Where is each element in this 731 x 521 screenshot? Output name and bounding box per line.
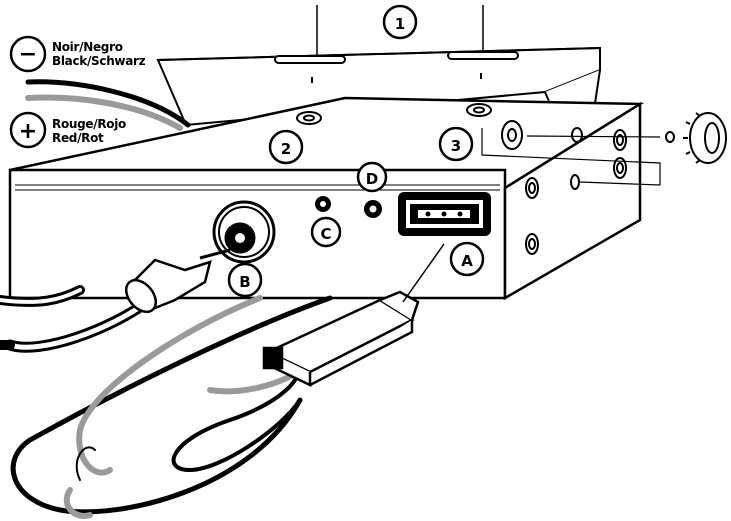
negative-wire-line2: Black/Schwarz [52, 54, 146, 68]
antenna-plug [124, 248, 231, 314]
wire-leads [25, 79, 191, 131]
positive-wire-line1: Rouge/Rojo [52, 117, 126, 131]
mounting-knob-icon [683, 112, 727, 164]
minus-symbol: − [19, 42, 37, 67]
negative-wire-line1: Noir/Negro [52, 40, 123, 54]
power-cable [10, 295, 333, 519]
svg-text:D: D [366, 170, 378, 188]
callout-c: C [310, 216, 342, 248]
antenna-jack [212, 200, 276, 264]
callout-d: D [356, 161, 388, 193]
side-mount-holes [501, 120, 675, 255]
positive-wire-line2: Red/Rot [52, 131, 104, 145]
minus-icon [9, 35, 47, 73]
plus-symbol: + [19, 119, 37, 144]
positive-wire-label: + Rouge/Rojo Red/Rot [9, 111, 126, 149]
jack-c [315, 196, 331, 212]
power-plug [262, 290, 420, 387]
svg-text:C: C [320, 225, 331, 243]
plus-icon [9, 111, 47, 149]
jack-d [364, 200, 382, 218]
svg-text:1: 1 [395, 15, 405, 33]
power-connector [398, 192, 491, 236]
svg-text:3: 3 [451, 137, 461, 155]
callout-3: 3 [438, 126, 474, 162]
antenna-cable [0, 285, 156, 353]
callout-b: B [227, 262, 263, 298]
svg-text:A: A [461, 252, 473, 270]
callout-1: 1 [382, 4, 418, 40]
callout-a: A [449, 241, 485, 277]
callout-2: 2 [268, 129, 304, 165]
screw-hole [296, 103, 492, 125]
svg-text:B: B [239, 273, 250, 291]
svg-text:2: 2 [281, 140, 291, 158]
negative-wire-label: − Noir/Negro Black/Schwarz [9, 35, 146, 73]
